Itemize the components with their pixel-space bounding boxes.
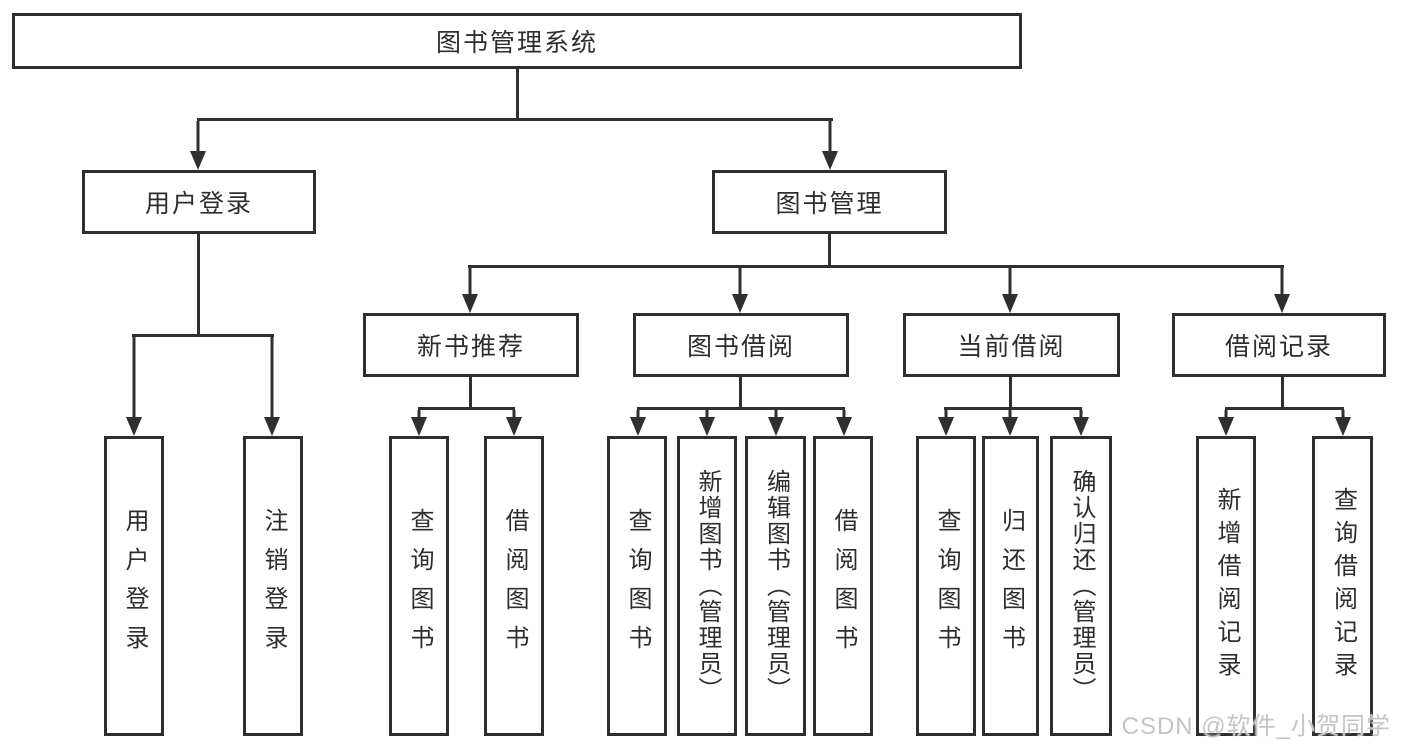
node-current-borrow: 当前借阅 <box>903 313 1120 377</box>
node-label: 图书管理系统 <box>435 29 598 57</box>
connector-arrow-to-leaf-user-login <box>126 337 142 436</box>
connector-line-user-login-stem <box>197 234 200 337</box>
connector-arrow-to-leaf-logout <box>264 337 280 436</box>
leaf-query-books-borrow: 查询图书 <box>607 436 667 736</box>
leaf-user-login: 用户登录 <box>104 436 164 736</box>
leaf-label: 注销登录 <box>260 508 287 664</box>
leaf-label: 用户登录 <box>121 508 148 664</box>
leaf-label: 借阅图书 <box>501 508 528 664</box>
leaf-label: 归还图书 <box>997 508 1025 664</box>
leaf-label: 新增借阅记录 <box>1213 487 1240 685</box>
connector-line-book-mgmt-stem <box>828 234 831 268</box>
leaf-label: 查询图书 <box>406 508 433 664</box>
leaf-label: 查询图书 <box>933 508 960 664</box>
leaf-edit-books-admin: 编辑图书（管理员） <box>745 436 806 736</box>
node-label: 图书管理 <box>775 190 884 218</box>
leaf-label: 新增图书（管理员） <box>694 469 721 703</box>
node-library-management-system: 图书管理系统 <box>12 13 1022 69</box>
connector-arrow-book-borrow-2 <box>699 410 715 436</box>
connector-line-book-borrow-span <box>637 407 845 410</box>
leaf-borrow-books: 借阅图书 <box>813 436 873 736</box>
connector-arrow-book-borrow-4 <box>836 410 852 436</box>
connector-line-current-borrow-span <box>944 407 1082 410</box>
node-label: 借阅记录 <box>1224 333 1333 361</box>
leaf-query-books-current: 查询图书 <box>916 436 976 736</box>
connector-arrow-new-book-2 <box>506 410 522 436</box>
node-user-login: 用户登录 <box>82 170 316 234</box>
connector-arrow-to-current-borrow <box>1002 268 1018 313</box>
connector-arrow-current-borrow-3 <box>1073 410 1089 436</box>
connector-arrow-to-book-borrow <box>732 268 748 313</box>
connector-line-new-book-stem <box>469 377 472 410</box>
connector-line-new-book-span <box>418 407 515 410</box>
connector-line-user-login-span <box>132 334 274 337</box>
leaf-query-books-recommend: 查询图书 <box>389 436 449 736</box>
connector-arrow-current-borrow-2 <box>1002 410 1018 436</box>
leaf-logout: 注销登录 <box>243 436 303 736</box>
leaf-add-borrow-record: 新增借阅记录 <box>1196 436 1256 736</box>
node-book-management: 图书管理 <box>712 170 947 234</box>
leaf-label: 借阅图书 <box>830 508 857 664</box>
leaf-add-books-admin: 新增图书（管理员） <box>677 436 737 736</box>
leaf-query-borrow-record: 查询借阅记录 <box>1312 436 1373 736</box>
leaf-label: 确认归还（管理员） <box>1068 469 1095 703</box>
connector-arrow-borrow-records-1 <box>1218 410 1234 436</box>
leaf-confirm-return-admin: 确认归还（管理员） <box>1050 436 1112 736</box>
connector-line-root-span <box>197 118 833 121</box>
connector-arrow-to-borrow-records <box>1274 268 1290 313</box>
connector-line-current-borrow-stem <box>1009 377 1012 410</box>
node-label: 用户登录 <box>144 190 253 218</box>
connector-arrow-current-borrow-1 <box>938 410 954 436</box>
leaf-label: 查询图书 <box>624 508 651 664</box>
connector-line-root-stem <box>516 69 519 120</box>
connector-arrow-to-book-management <box>822 121 838 170</box>
node-borrow-records: 借阅记录 <box>1172 313 1386 377</box>
connector-arrow-book-borrow-1 <box>630 410 646 436</box>
connector-line-book-mgmt-span <box>468 265 1284 268</box>
connector-arrow-book-borrow-3 <box>768 410 784 436</box>
leaf-return-books: 归还图书 <box>982 436 1039 736</box>
connector-line-borrow-records-span <box>1225 407 1344 410</box>
connector-line-book-borrow-stem <box>739 377 742 410</box>
connector-arrow-to-user-login <box>190 121 206 170</box>
node-new-book-recommend: 新书推荐 <box>363 313 579 377</box>
connector-line-borrow-records-stem <box>1281 377 1284 410</box>
node-label: 新书推荐 <box>416 333 525 361</box>
leaf-label: 查询借阅记录 <box>1329 487 1357 685</box>
connector-arrow-borrow-records-2 <box>1335 410 1351 436</box>
connector-arrow-to-new-book <box>462 268 478 313</box>
connector-arrow-new-book-1 <box>411 410 427 436</box>
node-label: 图书借阅 <box>686 333 795 361</box>
node-label: 当前借阅 <box>957 333 1066 361</box>
leaf-label: 编辑图书（管理员） <box>762 469 790 703</box>
node-book-borrow: 图书借阅 <box>633 313 849 377</box>
csdn-watermark: CSDN @软件_小贺同学 <box>1121 713 1391 740</box>
leaf-borrow-books-recommend: 借阅图书 <box>484 436 544 736</box>
